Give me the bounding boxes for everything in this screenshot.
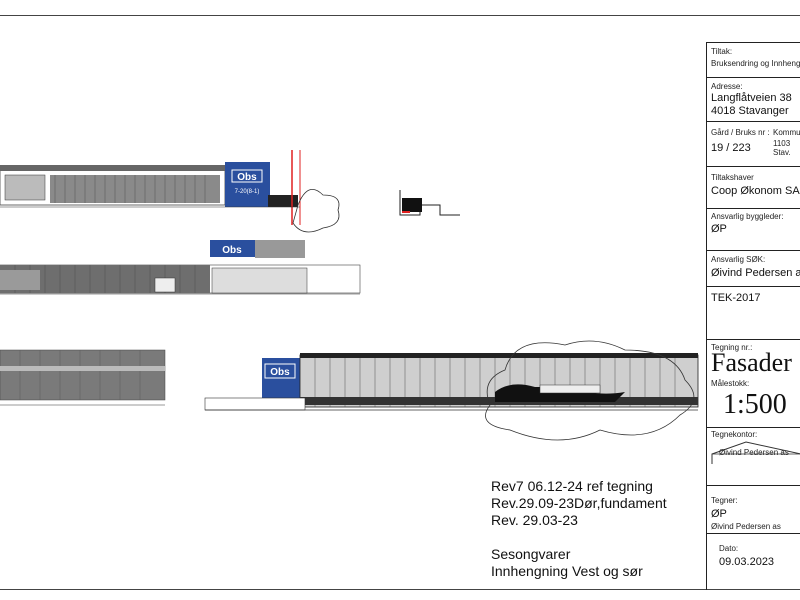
tegner-label: Tegner: [711,496,738,505]
tegning-label: Tegning nr.: [711,343,753,352]
byggleder-value: ØP [711,223,727,235]
revision-line: Rev7 06.12-24 ref tegning [491,478,653,494]
spacer-cell [707,311,800,339]
tiltak-value: Bruksendring og Innhengni [711,59,800,68]
kommune-nr: 1103 [773,139,791,148]
elevation-east: Obs [0,240,361,295]
revision-line: Innhengning Vest og sør [491,563,643,579]
obs-sign-text-2: Obs [222,245,242,256]
elevation-drawings: Obs 7-20(8-1) Obs [0,150,699,441]
tegnekontor-cell: Tegnekontor: Øivind Pedersen as [707,427,800,485]
tiltakshaver-label: Tiltakshaver [711,173,754,182]
tegnekontor-label: Tegnekontor: [711,430,758,439]
tiltak-cell: Tiltak: Bruksendring og Innhengni [707,42,800,77]
obs-sign-1 [225,162,270,207]
tegner-cell: Tegner: ØP Øivind Pedersen as [707,485,800,533]
kommune-label: Kommun [773,128,800,137]
tek-cell: TEK-2017 [707,286,800,311]
revision-notes: Rev7 06.12-24 ref tegning Rev.29.09-23Dø… [491,478,667,580]
revision-line: Sesongvarer [491,546,571,562]
tegnekontor-value: Øivind Pedersen as [719,448,789,457]
tiltak-label: Tiltak: [711,47,733,56]
tegning-cell: Tegning nr.: Fasader [707,339,800,379]
title-block: Tiltak: Bruksendring og Innhengni Adress… [706,42,800,590]
malestokk-label: Målestokk: [711,379,750,388]
dato-cell: Dato: 09.03.2023 [707,533,800,590]
obs-sign-subtext: 7-20(8-1) [235,189,260,195]
gard-label: Gård / Bruks nr : [711,128,770,137]
obs-sign-text: Obs [237,172,257,183]
adresse-cell: Adresse: Langflåtveien 38 4018 Stavanger [707,77,800,121]
tiltakshaver-cell: Tiltakshaver Coop Økonom SA [707,166,800,208]
byggleder-cell: Ansvarlig byggleder: ØP [707,208,800,250]
adresse-line2: 4018 Stavanger [711,105,789,117]
house-logo-icon [711,441,800,464]
byggleder-label: Ansvarlig byggleder: [711,212,784,221]
revision-line: Rev.29.09-23Dør,fundament [491,495,667,511]
elevation-west [0,349,166,406]
elevation-north: Obs 7-20(8-1) [0,150,340,233]
sok-label: Ansvarlig SØK: [711,255,766,264]
elevation-south: Obs [204,340,699,441]
dato-label: Dato: [719,544,739,553]
section-detail [399,190,460,216]
adresse-line1: Langflåtveien 38 [711,92,792,104]
tegner-company: Øivind Pedersen as [711,522,781,531]
malestokk-value: 1:500 [723,389,787,420]
gard-value: 19 / 223 [711,142,751,154]
revision-line: Rev. 29.03-23 [491,512,578,528]
malestokk-cell: Målestokk: 1:500 [707,379,800,427]
sok-value: Øivind Pedersen a [711,267,800,279]
obs-sign-text-3: Obs [270,367,290,378]
gard-cell: Gård / Bruks nr : 19 / 223 Kommun 1103 S… [707,121,800,166]
kommune-name: Stav. [773,148,791,157]
tegner-value: ØP [711,508,727,520]
adresse-label: Adresse: [711,82,743,91]
sok-cell: Ansvarlig SØK: Øivind Pedersen a [707,250,800,286]
revision-line [491,529,667,546]
dato-value: 09.03.2023 [719,556,775,568]
obs-sign-2 [210,240,255,257]
sheet-border [0,15,800,590]
tek-value: TEK-2017 [711,292,761,304]
tiltakshaver-value: Coop Økonom SA [711,185,800,197]
tegning-value: Fasader [711,348,792,377]
